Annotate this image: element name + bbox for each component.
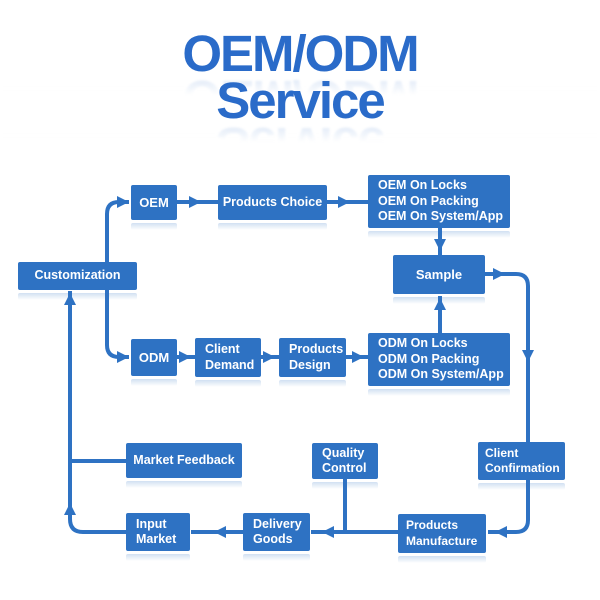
node-odm-on-details: ODM On Locks ODM On Packing ODM On Syste… <box>368 333 510 396</box>
arrowhead <box>214 526 226 538</box>
node-market-feedback: Market Feedback <box>126 443 242 488</box>
arrowhead <box>179 351 191 363</box>
node-products-design: Products Design <box>279 338 346 387</box>
arrowhead <box>522 350 534 362</box>
node-customization: Customization <box>18 262 137 300</box>
edge-client-confirmation-manufacture <box>488 480 530 534</box>
node-products-choice: Products Choice <box>218 185 327 230</box>
node-client-confirmation: Client Confirmation <box>478 442 565 490</box>
arrowhead <box>493 268 505 280</box>
edge-customization-oem <box>105 200 129 262</box>
title-text-2: Service <box>216 72 385 129</box>
arrowhead <box>189 196 201 208</box>
arrowhead <box>117 196 129 208</box>
arrowhead <box>495 526 507 538</box>
edge-input-market-customization <box>68 291 126 534</box>
edge-sample-client-confirmation <box>485 272 530 443</box>
arrowhead <box>263 351 275 363</box>
node-oem: OEM <box>131 185 177 230</box>
arrowhead <box>322 526 334 538</box>
node-delivery-goods: Delivery Goods <box>243 513 310 561</box>
arrowhead <box>352 351 364 363</box>
arrowheads-group <box>64 196 534 538</box>
arrowhead <box>434 239 446 251</box>
arrowhead <box>64 293 76 305</box>
node-client-demand: Client Demand <box>195 338 261 387</box>
node-sample: Sample <box>393 255 485 304</box>
node-input-market: Input Market <box>126 513 190 561</box>
arrowhead <box>338 196 350 208</box>
node-quality-control: Quality Control <box>312 443 378 489</box>
arrowhead <box>434 298 446 310</box>
node-products-manufacture: Products Manufacture <box>398 514 486 563</box>
arrowhead <box>117 351 129 363</box>
title-text-1: OEM/ODM <box>182 25 419 82</box>
arrowhead <box>64 503 76 515</box>
edge-customization-odm <box>105 290 129 359</box>
node-oem-on-details: OEM On Locks OEM On Packing OEM On Syste… <box>368 175 510 238</box>
node-odm: ODM <box>131 339 177 386</box>
